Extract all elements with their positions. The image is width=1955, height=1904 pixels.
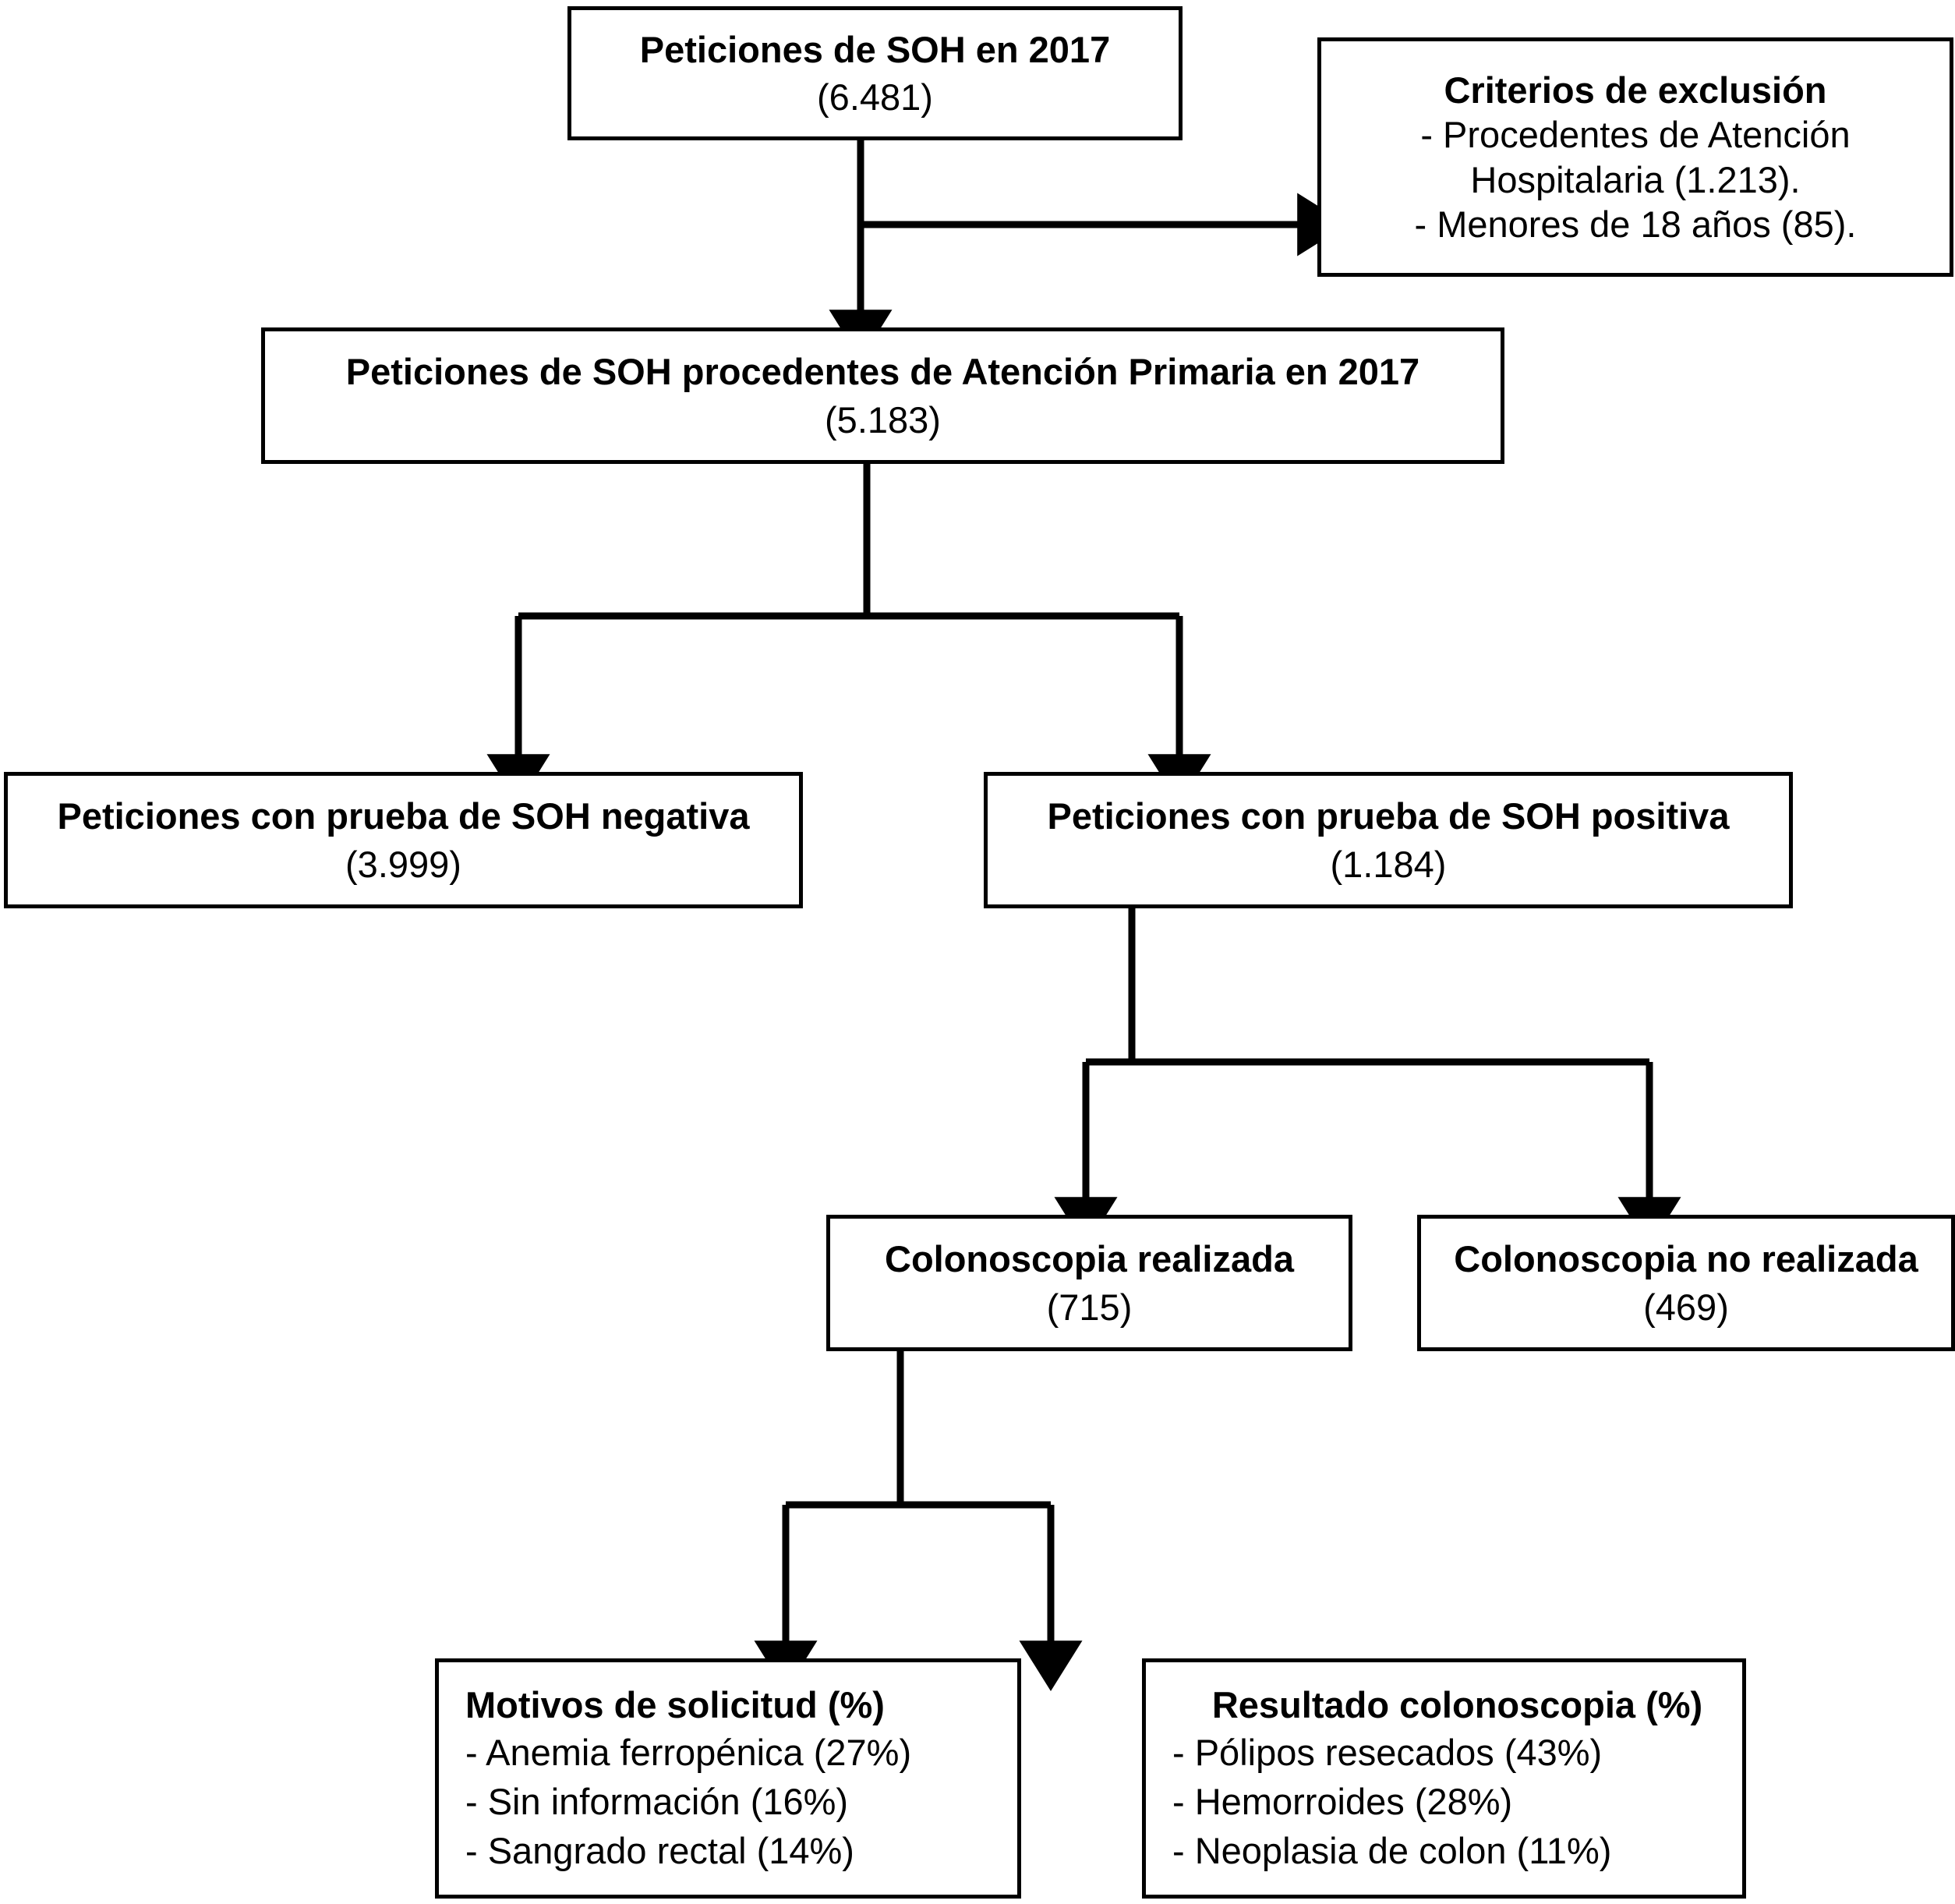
resultado-item-3: - Neoplasia de colon (11%) <box>1172 1830 1612 1872</box>
node-motivos-de-solicitud[interactable]: Motivos de solicitud (%) - Anemia ferrop… <box>435 1658 1021 1899</box>
motivos-item-1: - Anemia ferropénica (27%) <box>465 1732 912 1774</box>
node-colonoscopia-no-realizada[interactable]: Colonoscopia no realizada (469) <box>1417 1215 1955 1351</box>
node-title: Peticiones de SOH en 2017 <box>639 28 1111 70</box>
node-title: Peticiones de SOH procedentes de Atenció… <box>345 351 1420 393</box>
node-count: (3.999) <box>345 843 461 885</box>
node-prueba-soh-negativa[interactable]: Peticiones con prueba de SOH negativa (3… <box>4 772 803 908</box>
exclusion-item-1-cont: Hospitalaria (1.213). <box>1470 158 1801 200</box>
node-count: (1.184) <box>1330 843 1447 885</box>
node-title: Peticiones con prueba de SOH negativa <box>57 795 750 837</box>
node-count: (5.183) <box>825 398 941 441</box>
node-title: Colonoscopia no realizada <box>1454 1238 1918 1280</box>
resultado-item-1: - Pólipos resecados (43%) <box>1172 1732 1603 1774</box>
node-peticiones-atencion-primaria[interactable]: Peticiones de SOH procedentes de Atenció… <box>261 327 1504 464</box>
node-title: Colonoscopia realizada <box>885 1238 1294 1280</box>
node-colonoscopia-realizada[interactable]: Colonoscopia realizada (715) <box>826 1215 1352 1351</box>
exclusion-item-1: - Procedentes de Atención <box>1420 114 1851 156</box>
node-resultado-colonoscopia[interactable]: Resultado colonoscopia (%) - Pólipos res… <box>1142 1658 1746 1899</box>
motivos-item-2: - Sin información (16%) <box>465 1781 849 1823</box>
node-title: Resultado colonoscopia (%) <box>1211 1684 1703 1725</box>
node-title: Criterios de exclusión <box>1444 69 1827 111</box>
node-criterios-de-exclusion[interactable]: Criterios de exclusión - Procedentes de … <box>1317 37 1953 277</box>
motivos-item-3: - Sangrado rectal (14%) <box>465 1830 854 1872</box>
node-title: Motivos de solicitud (%) <box>465 1684 885 1725</box>
resultado-item-2: - Hemorroides (28%) <box>1172 1781 1513 1823</box>
node-title: Peticiones con prueba de SOH positiva <box>1047 795 1730 837</box>
node-peticiones-soh-2017[interactable]: Peticiones de SOH en 2017 (6.481) <box>567 6 1183 140</box>
node-count: (469) <box>1643 1286 1729 1328</box>
node-prueba-soh-positiva[interactable]: Peticiones con prueba de SOH positiva (1… <box>984 772 1793 908</box>
exclusion-item-2: - Menores de 18 años (85). <box>1414 203 1857 245</box>
node-count: (6.481) <box>817 76 933 118</box>
node-count: (715) <box>1046 1286 1133 1328</box>
